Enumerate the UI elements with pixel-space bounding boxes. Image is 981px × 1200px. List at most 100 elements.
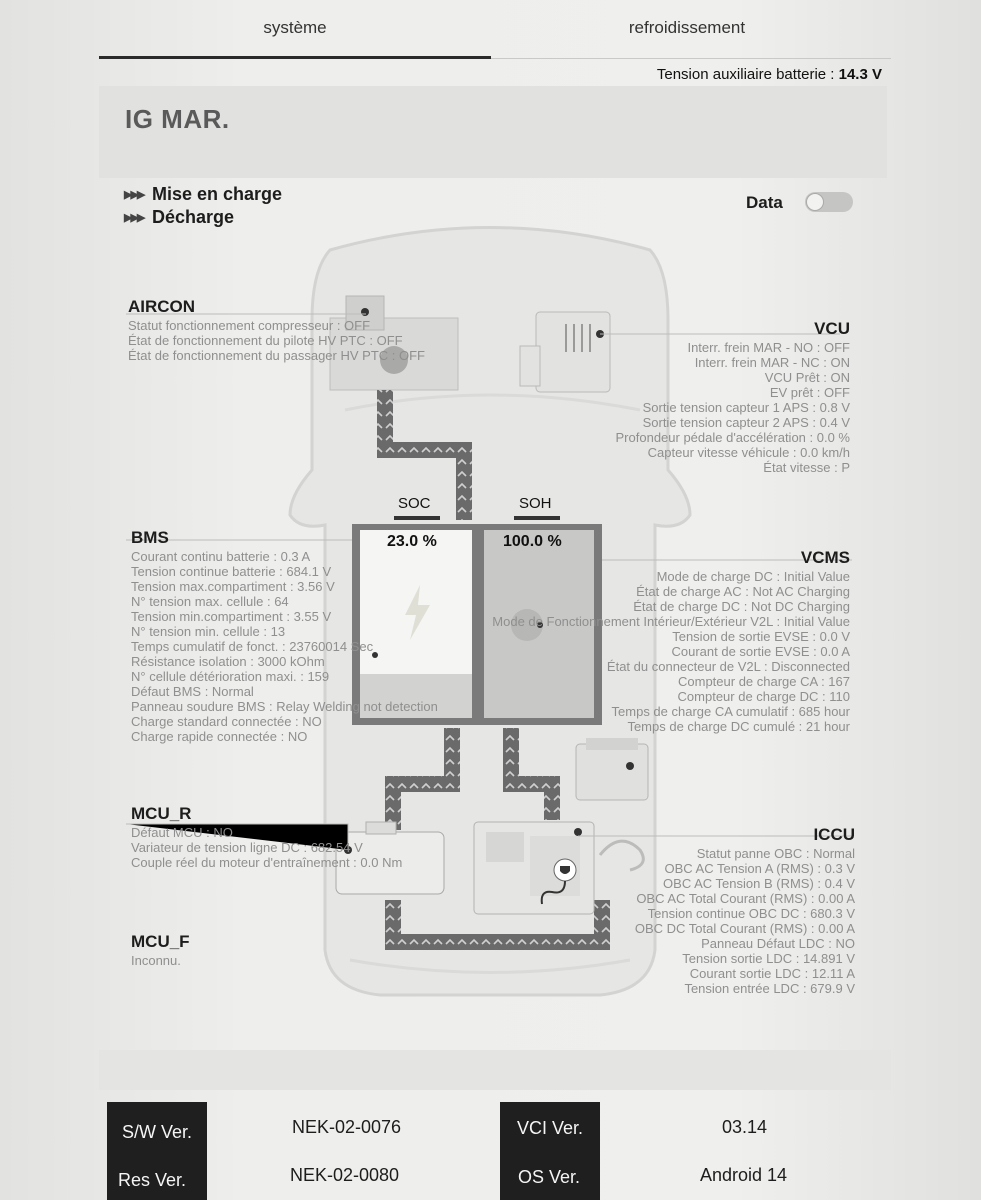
vci-version-label: VCI Ver. [500, 1102, 600, 1200]
aircon-title: AIRCON [128, 297, 196, 316]
bms-line: Tension continue batterie : 684.1 V [131, 564, 332, 579]
flow-path-aircon [377, 390, 472, 520]
bms-title: BMS [131, 528, 169, 547]
bms-line: N° tension min. cellule : 13 [131, 624, 286, 639]
bolt-icon [405, 585, 430, 640]
aux-label: Tension auxiliaire batterie : [656, 66, 839, 83]
discharge-arrow-icon: ▶▶▶ [124, 212, 145, 224]
vcu-line: EV prêt : OFF [769, 385, 850, 400]
iccu-line: OBC DC Total Courant (RMS) : 0.00 A [634, 921, 855, 936]
iccu-line: Tension continue OBC DC : 680.3 V [647, 906, 855, 921]
vcms-line: Temps de charge CA cumulatif : 685 hour [611, 704, 850, 719]
sw-version-label: S/W Ver. [107, 1102, 207, 1200]
iccu-line: OBC AC Total Courant (RMS) : 0.00 A [636, 891, 855, 906]
vcu-line: Capteur vitesse véhicule : 0.0 km/h [647, 445, 850, 460]
vci-version-value: 03.14 [722, 1117, 768, 1137]
vcms-title: VCMS [800, 548, 850, 567]
os-version-label: OS Ver. [518, 1167, 581, 1187]
vcms-line: Compteur de charge CA : 167 [678, 674, 850, 689]
iccu-section: ICCU Statut panne OBC : Normal OBC AC Te… [635, 825, 855, 996]
vcms-line: Mode de charge DC : Initial Value [656, 569, 850, 584]
bms-line: Tension max.compartiment : 3.56 V [131, 579, 335, 594]
res-version-value: NEK-02-0080 [290, 1165, 400, 1185]
aircon-section: AIRCON Statut fonctionnement compresseur… [128, 297, 425, 363]
bms-line: Charge standard connectée : NO [131, 714, 322, 729]
charge-arrow-icon: ▶▶▶ [124, 189, 145, 201]
iccu-line: OBC AC Tension B (RMS) : 0.4 V [663, 876, 855, 891]
vcu-line: Sortie tension capteur 2 APS : 0.4 V [642, 415, 850, 430]
bms-line: Panneau soudure BMS : Relay Welding not … [131, 699, 438, 714]
vcu-line: VCU Prêt : ON [764, 370, 850, 385]
aircon-line: État de fonctionnement du passager HV PT… [128, 348, 425, 363]
vcms-line: État du connecteur de V2L : Disconnected [606, 659, 850, 674]
iccu-line: Tension sortie LDC : 14.891 V [682, 951, 855, 966]
tab-systeme[interactable]: système [263, 18, 327, 37]
vcu-line: Interr. frein MAR - NO : OFF [687, 340, 850, 355]
data-toggle[interactable] [805, 192, 853, 212]
mcu-f-line: Inconnu. [131, 953, 181, 968]
aux-battery-voltage: Tension auxiliaire batterie : 14.3 V [657, 66, 882, 83]
os-version-value: Android 14 [700, 1165, 788, 1185]
bms-line: Défaut BMS : Normal [131, 684, 254, 699]
vcms-line: État de charge DC : Not DC Charging [633, 599, 850, 614]
mcu-r-line: Couple réel du moteur d'entraînement : 0… [131, 855, 403, 870]
legend-charge: ▶▶▶ Mise en charge [124, 184, 282, 205]
bms-line: Courant continu batterie : 0.3 A [131, 549, 311, 564]
bms-line: Charge rapide connectée : NO [131, 729, 308, 744]
vcu-line: Profondeur pédale d'accélération : 0.0 % [615, 430, 850, 445]
legend-discharge-label: Décharge [152, 207, 235, 227]
iccu-line: Statut panne OBC : Normal [696, 846, 855, 861]
vcu-section: VCU Interr. frein MAR - NO : OFF Interr.… [616, 319, 850, 475]
aircon-line: Statut fonctionnement compresseur : OFF [128, 318, 371, 333]
legend-charge-label: Mise en charge [152, 184, 283, 204]
soh-label: SOH [519, 495, 552, 512]
tab-refroidissement[interactable]: refroidissement [628, 18, 746, 37]
iccu-line: Tension entrée LDC : 679.9 V [684, 981, 855, 996]
fan-icon [380, 346, 408, 374]
mcu-r-line: Défaut MCU : NO [131, 825, 233, 840]
res-version-label: Res Ver. [118, 1170, 187, 1190]
mcu-r-line: Variateur de tension ligne DC : 682.54 V [131, 840, 363, 855]
iccu-line: Panneau Défaut LDC : NO [701, 936, 855, 951]
flow-path-ldc [385, 900, 610, 950]
vcu-title: VCU [814, 319, 850, 338]
vcms-line: État de charge AC : Not AC Charging [636, 584, 850, 599]
vcms-line: Courant de sortie EVSE : 0.0 A [671, 644, 851, 659]
aircon-line: État de fonctionnement du pilote HV PTC … [128, 333, 403, 348]
vcu-line: État vitesse : P [763, 460, 850, 475]
soh-value: 100.0 % [503, 533, 562, 550]
mcu-f-title: MCU_F [131, 932, 190, 951]
tab-bar: système refroidissement [99, 0, 891, 59]
vcms-line: Mode de Fonctionnement Intérieur/Extérie… [492, 614, 850, 629]
vcms-line: Temps de charge DC cumulé : 21 hour [627, 719, 850, 734]
vcms-line: Compteur de charge DC : 110 [677, 689, 850, 704]
bms-section: BMS Courant continu batterie : 0.3 A Ten… [131, 528, 438, 744]
bms-line: N° tension max. cellule : 64 [131, 594, 289, 609]
flow-path-mcu [385, 728, 460, 830]
mcu-r-title: MCU_R [131, 804, 192, 823]
iccu-title: ICCU [813, 825, 855, 844]
soc-value: 23.0 % [387, 533, 437, 550]
vcu-line: Sortie tension capteur 1 APS : 0.8 V [642, 400, 850, 415]
soc-label: SOC [398, 495, 431, 512]
active-tab-indicator [99, 56, 491, 59]
mcu-f-section: MCU_F Inconnu. [131, 932, 190, 968]
vcms-section: VCMS Mode de charge DC : Initial Value É… [492, 548, 850, 734]
bms-line: Résistance isolation : 3000 kOhm [131, 654, 325, 669]
bms-line: Temps cumulatif de fonct. : 23760014 Sec [131, 639, 374, 654]
bms-line: Tension min.compartiment : 3.55 V [131, 609, 332, 624]
model-band [99, 86, 887, 178]
mcu-r-section: MCU_R Défaut MCU : NO Variateur de tensi… [131, 804, 402, 870]
vcu-line: Interr. frein MAR - NC : ON [694, 355, 850, 370]
vcms-line: Tension de sortie EVSE : 0.0 V [672, 629, 850, 644]
legend-discharge: ▶▶▶ Décharge [124, 207, 234, 228]
flow-path-iccu [503, 728, 560, 820]
aux-value: 14.3 V [838, 66, 882, 83]
heart-icon [511, 609, 543, 641]
vehicle-model: IG MAR. [125, 104, 230, 134]
sw-version-value: NEK-02-0076 [292, 1117, 402, 1137]
toggle-knob [806, 193, 824, 211]
bms-line: N° cellule détérioration maxi. : 159 [131, 669, 330, 684]
footer-band [99, 1050, 891, 1090]
